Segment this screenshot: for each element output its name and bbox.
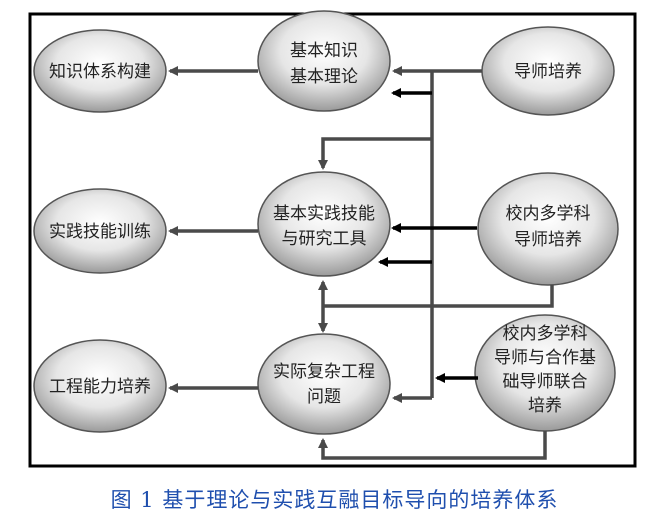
label-joint-base-line4: 培养 <box>528 396 562 416</box>
label-complex-problem-line1: 实际复杂工程 <box>273 362 375 382</box>
label-basic-knowledge-line1: 基本知识 <box>290 41 358 61</box>
label-joint-base-line3: 础导师联合 <box>503 372 588 392</box>
node-engineering-ability <box>33 339 167 433</box>
label-knowledge-system: 知识体系构建 <box>49 62 151 82</box>
node-basic-practice <box>257 171 391 277</box>
figure-title: 基于理论与实践互融目标导向的培养体系 <box>162 488 559 512</box>
line-multi-disciplinary-loop <box>323 285 554 308</box>
label-basic-practice-line1: 基本实践技能 <box>273 204 375 224</box>
arrow-joint-base-to-complex-problem <box>318 431 547 460</box>
label-complex-problem-line2: 问题 <box>307 387 341 407</box>
node-basic-knowledge <box>257 10 391 112</box>
arrow-trunk-to-basic-practice <box>318 137 432 170</box>
label-basic-knowledge-line2: 基本理论 <box>290 67 358 87</box>
node-knowledge-system <box>33 29 167 113</box>
label-advisor-training: 导师培养 <box>514 62 582 82</box>
label-basic-practice-line2: 与研究工具 <box>282 229 367 249</box>
label-multi-disciplinary-line1: 校内多学科 <box>506 204 591 224</box>
figure-label: 图 1 <box>110 488 155 512</box>
figure-caption: 图 1 基于理论与实践互融目标导向的培养体系 <box>0 484 669 514</box>
label-multi-disciplinary-line2: 导师培养 <box>514 230 582 250</box>
node-practice-skill-training <box>33 188 167 274</box>
label-engineering-ability: 工程能力培养 <box>49 377 151 397</box>
label-practice-skill-training: 实践技能训练 <box>49 222 151 242</box>
label-joint-base-line2: 导师与合作基 <box>494 348 596 368</box>
label-joint-base-line1: 校内多学科 <box>503 324 588 344</box>
node-complex-problem <box>257 333 391 435</box>
node-multi-disciplinary <box>477 172 619 286</box>
